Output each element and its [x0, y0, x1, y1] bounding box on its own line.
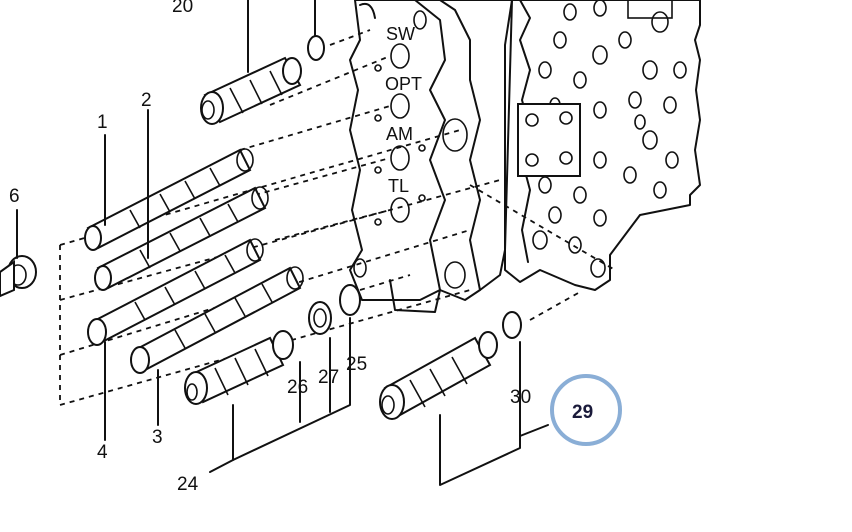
part-24-valve	[184, 284, 361, 405]
part-label-26: 26	[287, 377, 308, 398]
part-number-labels: 20 1 2 6 4 3 24 26 27 25 30	[9, 0, 531, 495]
port-label-opt: OPT	[385, 74, 422, 94]
plug-6	[0, 255, 37, 298]
part-label-25: 25	[346, 354, 367, 375]
label-leaders	[16, 109, 549, 486]
part-label-6: 6	[9, 186, 20, 207]
valve-body	[504, 0, 701, 291]
part-20-valve	[200, 0, 376, 125]
highlight-circle	[550, 374, 622, 446]
spool-2	[94, 186, 269, 291]
part-29-valve	[379, 311, 522, 420]
part-label-2: 2	[141, 90, 152, 111]
spool-4	[87, 238, 264, 346]
port-label-sw: SW	[386, 24, 415, 44]
valve-housing	[349, 0, 513, 313]
part-label-27: 27	[318, 367, 339, 388]
part-label-20: 20	[172, 0, 193, 17]
part-label-30: 30	[510, 387, 531, 408]
part-label-29: 29	[572, 402, 593, 423]
part-label-24: 24	[177, 474, 199, 495]
highlight-marker: 29	[550, 374, 622, 446]
spool-1	[84, 148, 254, 251]
spool-3	[130, 266, 304, 374]
part-label-1: 1	[97, 112, 108, 133]
port-label-tl: TL	[388, 176, 409, 196]
port-labels: SW OPT AM TL	[385, 24, 422, 196]
part-label-3: 3	[152, 427, 163, 448]
port-label-am: AM	[386, 124, 413, 144]
part-label-4: 4	[97, 442, 108, 463]
